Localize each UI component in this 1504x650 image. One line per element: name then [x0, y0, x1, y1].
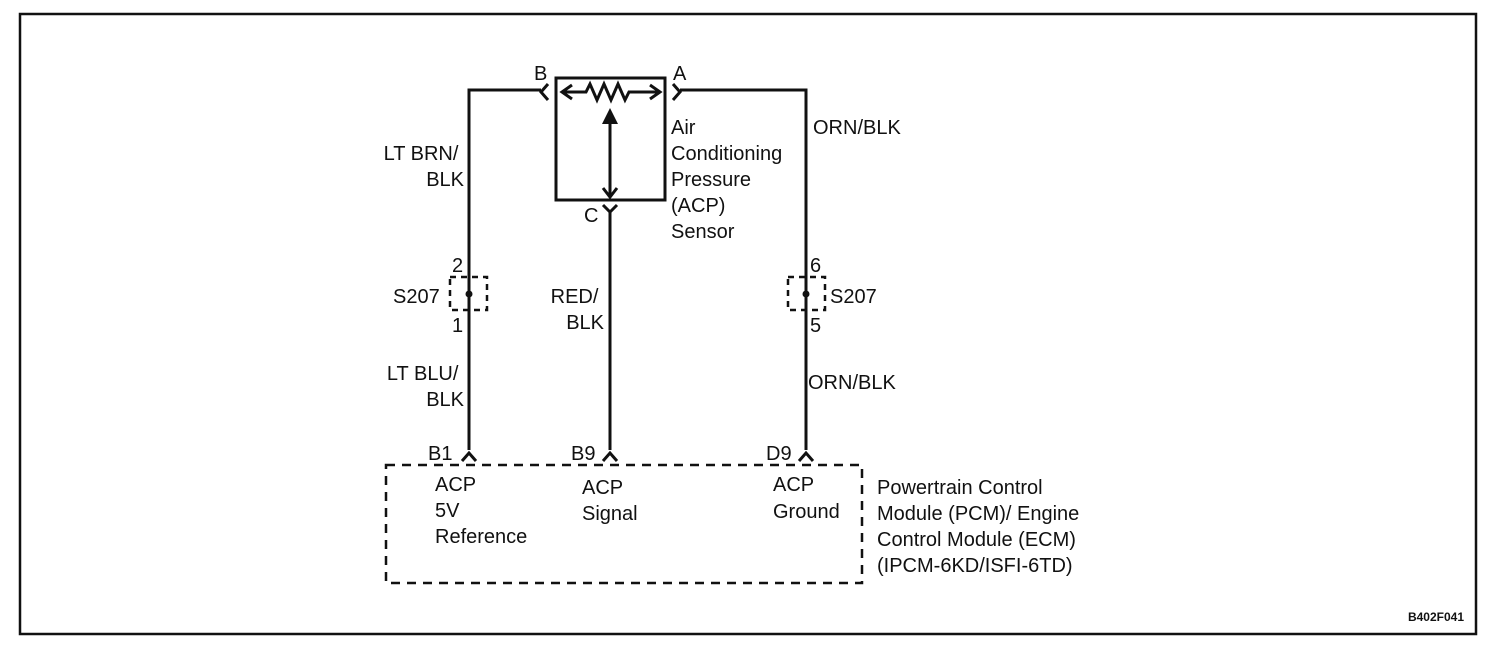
pin-b9-connector-icon: [601, 450, 619, 462]
splice-right-dot: [802, 290, 810, 298]
wire-left-lower-line-2: BLK: [426, 389, 464, 411]
wire-left-lower-line-1: LT BLU/: [387, 363, 459, 385]
module-name-line-1: Powertrain Control: [877, 477, 1043, 499]
module-name: Powertrain Control Module (PCM)/ Engine …: [877, 477, 1085, 577]
resistor-left-arrowhead: [559, 83, 573, 101]
sensor-name-line-3: Pressure: [671, 169, 751, 191]
wiper-bottom-arrowhead: [601, 187, 619, 200]
circuit-right-line-2: Ground: [773, 501, 840, 523]
sensor-pin-c: C: [584, 205, 598, 227]
acp-sensor: B A C Air Conditioning Pressure (ACP) Se…: [534, 63, 788, 243]
circuit-middle-line-2: Signal: [582, 503, 638, 525]
splice-left: 2 1 S207: [393, 255, 489, 337]
splice-left-name: S207: [393, 286, 440, 308]
module-pin-b1: B1: [428, 443, 452, 465]
sensor-name-line-4: (ACP): [671, 195, 725, 217]
pin-b-connector-icon: [539, 83, 550, 101]
sensor-name-line-1: Air: [671, 117, 696, 139]
sensor-name: Air Conditioning Pressure (ACP) Sensor: [671, 117, 788, 243]
splice-left-top-pin: 2: [452, 255, 463, 277]
circuit-acp-5v-reference: ACP 5V Reference: [435, 474, 527, 548]
splice-right-top-pin: 6: [810, 255, 821, 277]
wire-left-upper-line-2: BLK: [426, 169, 464, 191]
circuit-left-line-1: ACP: [435, 474, 476, 496]
sensor-pin-b: B: [534, 63, 547, 85]
circuit-acp-ground: ACP Ground: [773, 474, 840, 523]
resistor-right-arrowhead: [649, 83, 663, 101]
wiper-arrow-icon: [602, 108, 618, 124]
wire-left-upper-line-1: LT BRN/: [384, 143, 459, 165]
module-outline: [384, 463, 864, 585]
circuit-middle-line-1: ACP: [582, 477, 623, 499]
wire-middle-label: RED/ BLK: [551, 286, 605, 334]
wire-right: [680, 88, 808, 450]
wire-middle-line-1: RED/: [551, 286, 599, 308]
module-name-line-4: (IPCM-6KD/ISFI-6TD): [877, 555, 1073, 577]
module-name-line-3: Control Module (ECM): [877, 529, 1076, 551]
circuit-left-line-3: Reference: [435, 526, 527, 548]
pin-a-connector-icon: [671, 83, 682, 101]
sensor-name-line-2: Conditioning: [671, 143, 782, 165]
circuit-right-line-1: ACP: [773, 474, 814, 496]
module-name-line-2: Module (PCM)/ Engine: [877, 503, 1079, 525]
module-pin-d9: D9: [766, 443, 792, 465]
potentiometer-resistor: [563, 80, 659, 104]
sensor-pin-a: A: [673, 63, 687, 85]
splice-left-dot: [465, 290, 473, 298]
splice-left-box: [448, 275, 489, 312]
wire-left-lower-label: LT BLU/ BLK: [387, 363, 465, 411]
figure-id: B402F041: [1408, 610, 1464, 624]
acp-sensor-body: [554, 76, 667, 202]
splice-left-bottom-pin: 1: [452, 315, 463, 337]
wire-right-lower-label: ORN/BLK: [808, 372, 896, 394]
splice-right: 6 5 S207: [786, 255, 877, 337]
circuit-acp-signal: ACP Signal: [582, 477, 638, 525]
wire-left: [467, 88, 541, 450]
wire-middle-line-2: BLK: [566, 312, 604, 334]
pin-c-connector-icon: [601, 203, 619, 215]
wire-right-upper-label: ORN/BLK: [813, 117, 901, 139]
splice-right-box: [786, 275, 827, 312]
pcm-ecm-module: B1 B9 D9 ACP 5V Reference ACP Signal ACP…: [384, 443, 864, 585]
wire-left-upper-label: LT BRN/ BLK: [384, 143, 465, 191]
diagram-frame: [18, 12, 1478, 636]
pin-d9-connector-icon: [797, 450, 815, 462]
splice-right-name: S207: [830, 286, 877, 308]
module-pin-b9: B9: [571, 443, 595, 465]
splice-right-bottom-pin: 5: [810, 315, 821, 337]
pin-b1-connector-icon: [460, 450, 478, 462]
sensor-name-line-5: Sensor: [671, 221, 735, 243]
circuit-left-line-2: 5V: [435, 500, 460, 522]
